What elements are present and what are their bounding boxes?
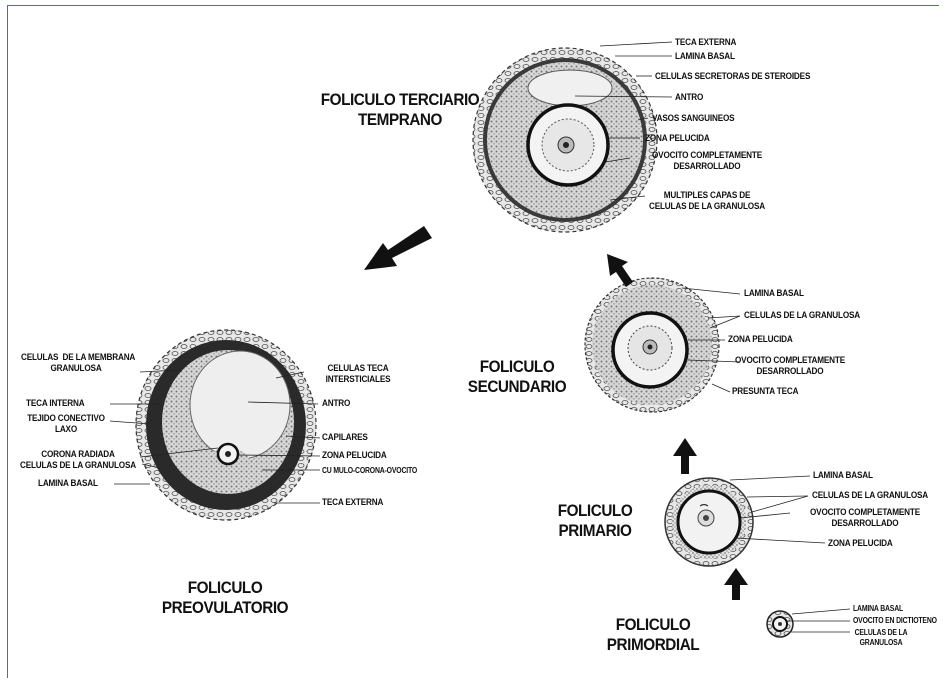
- label-antro-terciario: ANTRO: [675, 92, 703, 103]
- stage-title-primario: FOLICULO PRIMARIO: [550, 501, 640, 541]
- label-corona-radiada: CORONA RADIADA CELULAS DE LA GRANULOSA: [18, 449, 138, 471]
- label-tejido-conectivo: TEJIDO CONECTIVO LAXO: [26, 413, 105, 435]
- primary-follicle: [665, 478, 753, 566]
- label-ovocito-primario: OVOCITO COMPLETAMENTE DESARROLLADO: [801, 507, 930, 529]
- arrow-primordial-to-primary: [724, 568, 748, 600]
- label-lamina-basal-primordial: LAMINA BASAL: [853, 604, 903, 614]
- label-ovocito-terciario: OVOCITO COMPLETAMENTE DESARROLLADO: [643, 150, 772, 172]
- label-zona-pelucida-secundario: ZONA PELUCIDA: [728, 334, 793, 345]
- label-ovocito-secundario: OVOCITO COMPLETAMENTE DESARROLLADO: [726, 355, 855, 377]
- stage-title-secundario: FOLICULO SECUNDARIO: [468, 357, 567, 397]
- label-capilares: CAPILARES: [322, 432, 368, 443]
- primordial-leaders: [787, 609, 850, 632]
- label-teca-externa-terciario: TECA EXTERNA: [675, 37, 736, 48]
- stage-title-terciario: FOLICULO TERCIARIO TEMPRANO: [310, 90, 490, 130]
- label-cumulo-corona-ovocito: CU MULO-CORONA-OVOCITO: [322, 466, 417, 476]
- primordial-follicle: [767, 611, 793, 637]
- tertiary-follicle: [473, 48, 657, 232]
- stage-title-preovulatorio: FOLICULO PREOVULATORIO: [158, 578, 293, 618]
- label-multiples-capas: MULTIPLES CAPAS DE CELULAS DE LA GRANULO…: [643, 190, 772, 212]
- label-zona-pelucida-primario: ZONA PELUCIDA: [828, 538, 893, 549]
- arrow-tertiary-to-preovulatory: [364, 226, 432, 270]
- arrow-primary-to-secondary: [673, 438, 697, 474]
- label-lamina-basal-terciario: LAMINA BASAL: [675, 51, 735, 62]
- label-celulas-granulosa-primordial: CELULAS DE LA GRANULOSA: [851, 628, 911, 647]
- label-lamina-basal-preovulatorio: LAMINA BASAL: [38, 478, 98, 489]
- label-celulas-teca-intersticiales: CELULAS TECA INTERSTICIALES: [315, 363, 401, 385]
- label-celulas-secretoras: CELULAS SECRETORAS DE STEROIDES: [655, 71, 810, 82]
- label-antro-preovulatorio: ANTRO: [322, 398, 350, 409]
- label-ovocito-dictioteno: OVOCITO EN DICTIOTENO: [853, 616, 937, 626]
- label-lamina-basal-primario: LAMINA BASAL: [813, 470, 873, 481]
- label-zona-pelucida-terciario: ZONA PELUCIDA: [645, 133, 710, 144]
- arrow-secondary-to-tertiary: [607, 254, 633, 287]
- label-celulas-granulosa-secundario: CELULAS DE LA GRANULOSA: [744, 310, 860, 321]
- label-teca-interna: TECA INTERNA: [26, 398, 84, 409]
- label-zona-pelucida-preovulatorio: ZONA PELUCIDA: [322, 450, 387, 461]
- label-celulas-membrana-granulosa: CELULAS DE LA MEMBRANA GRANULOSA: [21, 352, 131, 374]
- secondary-follicle: [585, 278, 719, 412]
- label-vasos-sanguineos: VASOS SANGUINEOS: [652, 113, 734, 124]
- label-teca-externa-preovulatorio: TECA EXTERNA: [322, 497, 383, 508]
- preovulatory-follicle: [136, 330, 316, 520]
- label-celulas-granulosa-primario: CELULAS DE LA GRANULOSA: [812, 490, 928, 501]
- stage-title-primordial: FOLICULO PRIMORDIAL: [604, 615, 703, 655]
- label-lamina-basal-secundario: LAMINA BASAL: [744, 288, 804, 299]
- label-presunta-teca: PRESUNTA TECA: [732, 386, 798, 397]
